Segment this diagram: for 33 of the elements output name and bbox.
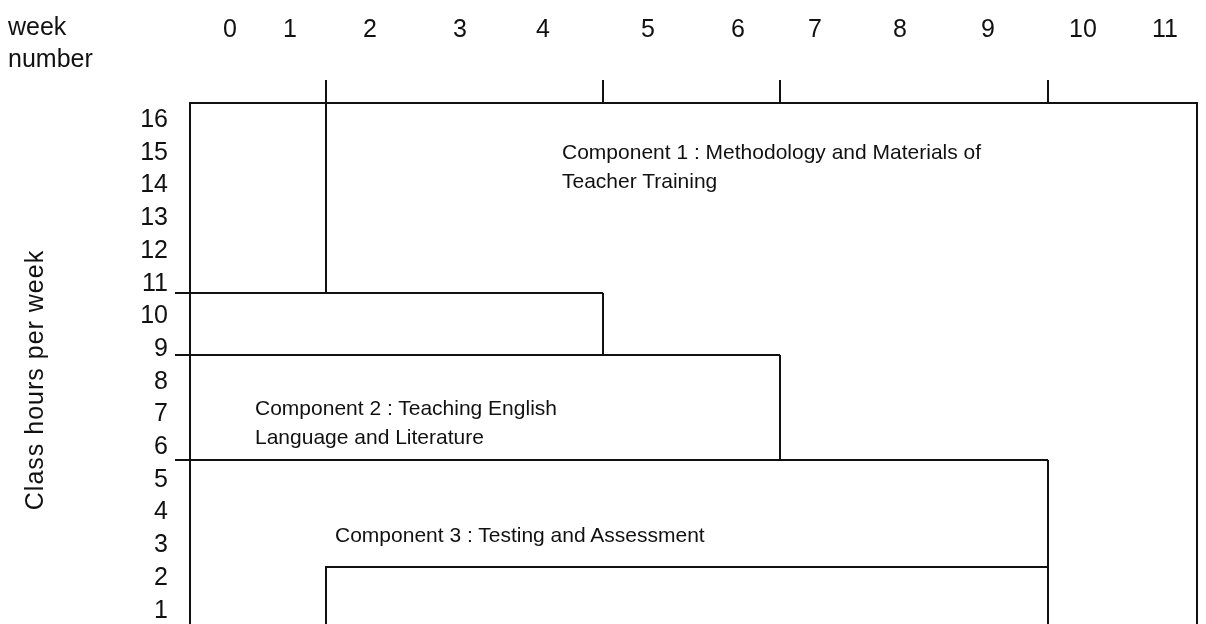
tick-label: 2 <box>362 14 378 42</box>
region-label: Component 3 : Testing and Assessment <box>335 522 706 548</box>
axis-title: Class hours per week <box>20 248 48 513</box>
tick-label: 8 <box>153 365 168 394</box>
tick-label: 6 <box>153 431 168 459</box>
tick-label: 5 <box>640 14 656 42</box>
tick-label: 16 <box>139 104 168 132</box>
tick-label: 7 <box>807 14 823 42</box>
tick-label: 2 <box>153 561 168 590</box>
axis-title: week number <box>8 11 94 74</box>
tick-label: 4 <box>153 496 168 525</box>
tick-label: 1 <box>153 594 168 623</box>
tick-label: 5 <box>153 463 168 492</box>
tick-label: 11 <box>141 267 168 296</box>
tick-label: 4 <box>535 14 551 42</box>
tick-label: 9 <box>153 332 168 361</box>
tick-label: 8 <box>892 14 908 42</box>
tick-label: 10 <box>139 300 168 329</box>
tick-label: 0 <box>222 14 238 42</box>
tick-label: 1 <box>282 14 298 42</box>
tick-label: 13 <box>139 202 168 231</box>
tick-label: 7 <box>153 398 168 427</box>
region-label: Component 1 : Methodology and Materials of Teacher Training <box>562 139 983 194</box>
tick-label: 12 <box>139 234 168 263</box>
tick-label: 9 <box>980 14 996 42</box>
tick-label: 14 <box>139 169 168 198</box>
tick-label: 11 <box>1151 14 1179 42</box>
tick-label: 15 <box>139 136 168 165</box>
tick-label: 10 <box>1068 14 1098 42</box>
tick-label: 3 <box>153 529 168 558</box>
tick-label: 3 <box>452 14 468 42</box>
region-label: Component 2 : Teaching English Language and Literature <box>255 395 558 450</box>
tick-label: 6 <box>730 14 746 42</box>
